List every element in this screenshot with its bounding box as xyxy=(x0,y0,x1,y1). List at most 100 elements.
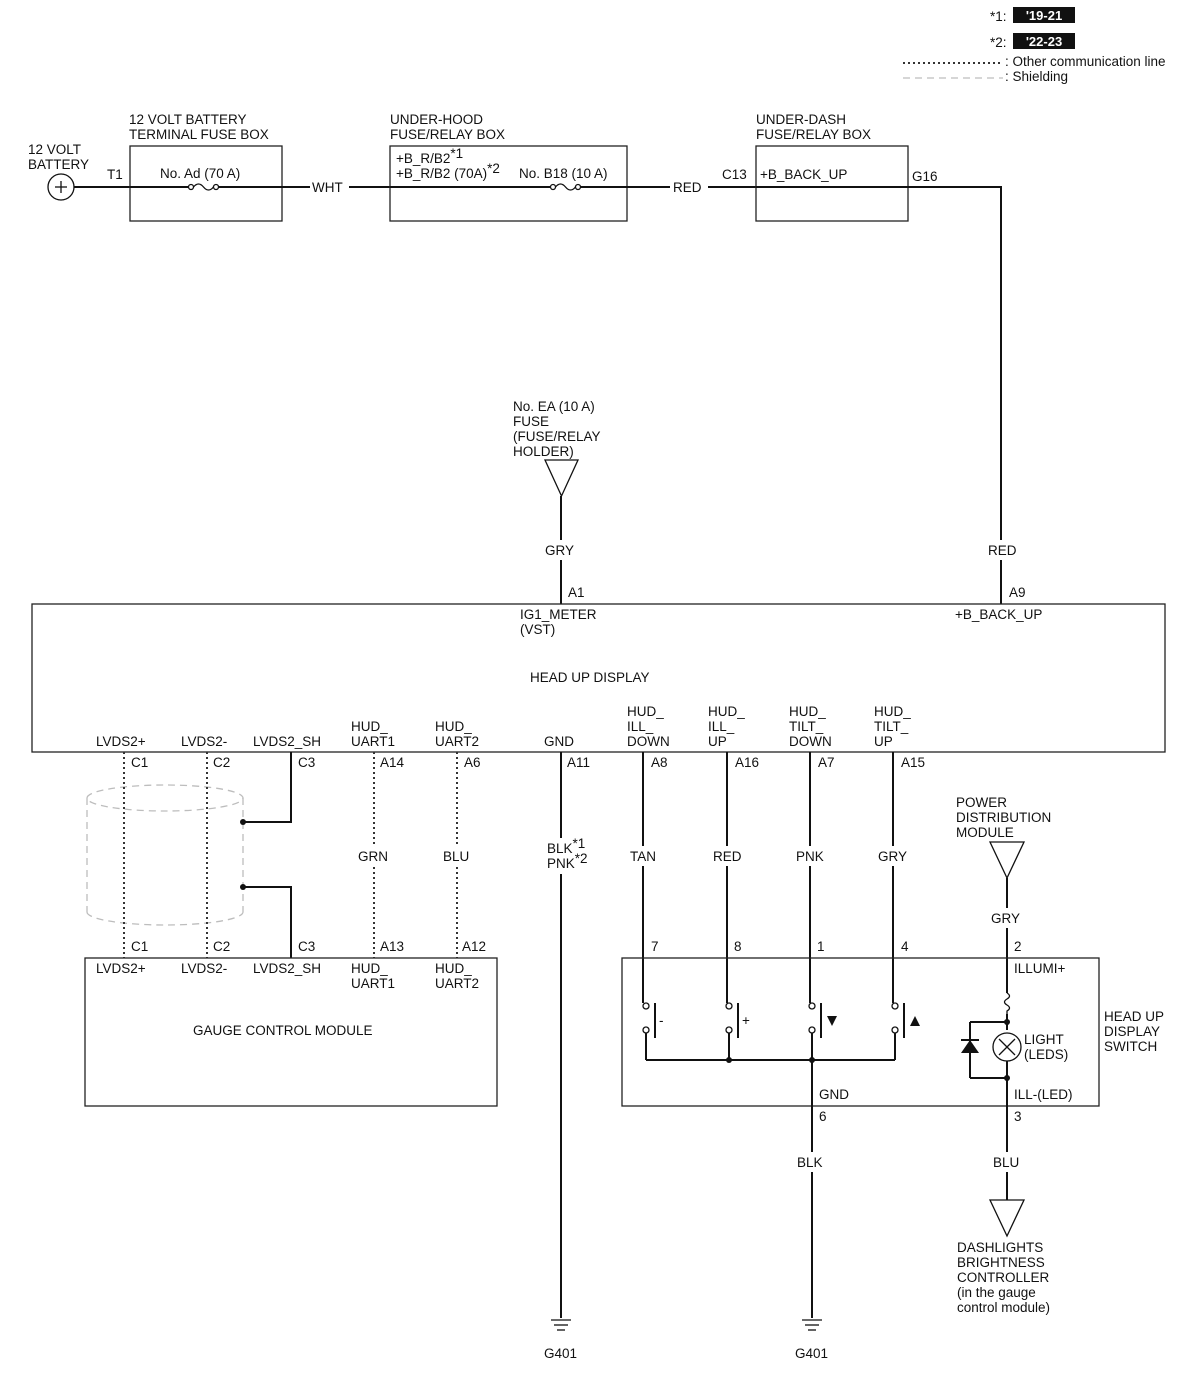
hud-pin-a16: A16 xyxy=(735,755,759,770)
wire-label-blk1: BLK*1 xyxy=(547,836,585,856)
switch-pin-3: 3 xyxy=(1014,1109,1022,1124)
hud-label-tilt-down-a: HUD_ xyxy=(789,704,826,719)
wire-backup-feed xyxy=(908,186,1002,604)
switch-pin-8: 8 xyxy=(734,939,742,954)
terminal-fuse-box-outline xyxy=(129,145,283,222)
switch-outline xyxy=(621,957,1100,1107)
gauge-title: GAUGE CONTROL MODULE xyxy=(193,1023,373,1038)
under-dash-label: +B_BACK_UP xyxy=(760,167,847,182)
ground-label-1: G401 xyxy=(544,1346,577,1361)
under-dash-pin-g16: G16 xyxy=(912,169,938,184)
gauge-pin-a12: A12 xyxy=(462,939,486,954)
hud-pin-a8: A8 xyxy=(651,755,668,770)
legend-note2-badge xyxy=(1013,33,1075,49)
gauge-outline xyxy=(84,957,498,1107)
wire-label-gry-tilt-up: GRY xyxy=(878,849,907,864)
hud-pin-c1: C1 xyxy=(131,755,148,770)
hud-switch: 7 8 1 4 2 ILLUMI+ HEAD UP DISPLAY SWITCH… xyxy=(621,939,1164,1124)
hud-label-tilt-up-b: TILT_ xyxy=(874,719,909,734)
wire-label-wht: WHT xyxy=(312,180,343,195)
under-dash-pin-c13: C13 xyxy=(722,167,747,182)
dashlights-label-3: CONTROLLER xyxy=(957,1270,1050,1285)
legend: *1: '19-21 *2: '22-23 : Other communicat… xyxy=(903,7,1166,84)
legend-note2-years: '22-23 xyxy=(1026,34,1062,49)
switch-illumi-label: ILLUMI+ xyxy=(1014,961,1066,976)
hud-label-tilt-down-b: TILT_ xyxy=(789,719,824,734)
hud-label-ill-down-b: ILL_ xyxy=(627,719,654,734)
shield-cylinder xyxy=(86,784,244,926)
wire-label-blu-switch: BLU xyxy=(993,1155,1019,1170)
switch-light-label-2: (LEDS) xyxy=(1024,1047,1068,1062)
wire-label-pnk2: PNK*2 xyxy=(547,851,588,871)
hud-pin-a15: A15 xyxy=(901,755,925,770)
legend-note2-key: *2: xyxy=(990,35,1007,50)
hud-label-gnd: GND xyxy=(544,734,574,749)
gauge-label-uart2-b: UART2 xyxy=(435,976,479,991)
hud-label-uart2-b: UART2 xyxy=(435,734,479,749)
legend-note1-badge xyxy=(1013,7,1075,23)
dashlights-controller: DASHLIGHTS BRIGHTNESS CONTROLLER (in the… xyxy=(957,1240,1050,1315)
dashlights-label-4: (in the gauge xyxy=(957,1285,1036,1300)
switch-plus-symbol: + xyxy=(742,1013,750,1028)
fuse-ea-label-1: No. EA (10 A) xyxy=(513,399,595,414)
hud-label-ill-up-b: ILL_ xyxy=(708,719,735,734)
hud-pin-a11: A11 xyxy=(567,755,590,770)
hud-vst-label: (VST) xyxy=(520,622,555,637)
wire-shield-gauge xyxy=(243,886,292,958)
hud-backup-label: +B_BACK_UP xyxy=(955,607,1042,622)
battery-label-2: BATTERY xyxy=(28,157,89,172)
battery: 12 VOLT BATTERY T1 xyxy=(28,142,123,201)
wire-label-pnk-tilt-down: PNK xyxy=(796,849,824,864)
dashlights-label-2: BRIGHTNESS xyxy=(957,1255,1045,1270)
ground-icon-2 xyxy=(802,1319,822,1331)
hud-label-ill-down-c: DOWN xyxy=(627,734,670,749)
gauge-label-uart1-a: HUD_ xyxy=(351,961,388,976)
ground-icon-1 xyxy=(551,1319,571,1331)
gauge-label-uart1-b: UART1 xyxy=(351,976,395,991)
pdm-label-2: DISTRIBUTION xyxy=(956,810,1051,825)
fuse-ea-label-3: (FUSE/RELAY xyxy=(513,429,601,444)
wire-label-gry-pdm: GRY xyxy=(991,911,1020,926)
switch-pin-7: 7 xyxy=(651,939,659,954)
switch-title-3: SWITCH xyxy=(1104,1039,1157,1054)
dashlights-label-5: control module) xyxy=(957,1300,1050,1315)
under-dash-title-2: FUSE/RELAY BOX xyxy=(756,127,871,142)
fuse-ad-icon xyxy=(187,183,220,191)
hud-label-tilt-up-a: HUD_ xyxy=(874,704,911,719)
gauge-control-module: C1 C2 C3 A13 A12 LVDS2+ LVDS2- LVDS2_SH … xyxy=(84,939,498,1107)
terminal-fuse-box-title-1: 12 VOLT BATTERY xyxy=(129,112,247,127)
switch-resistor-icon xyxy=(1003,992,1011,1014)
switch-pin-1: 1 xyxy=(817,939,825,954)
hud-pin-c2: C2 xyxy=(213,755,230,770)
wire-label-grn: GRN xyxy=(358,849,388,864)
fuse-b18-icon xyxy=(549,183,582,191)
wire-label-blk-switch: BLK xyxy=(797,1155,823,1170)
switch-tilt-down-button-icon xyxy=(808,1002,837,1060)
under-dash-title-1: UNDER-DASH xyxy=(756,112,846,127)
wire-label-red-right: RED xyxy=(988,543,1017,558)
fuse-ea-source-icon xyxy=(543,459,580,498)
switch-pin-4: 4 xyxy=(901,939,909,954)
tilt-down-arrow-icon xyxy=(827,1016,837,1026)
power-distribution-module: POWER DISTRIBUTION MODULE xyxy=(956,795,1051,880)
switch-gnd-label: GND xyxy=(819,1087,849,1102)
fuse-ea-label-4: HOLDER) xyxy=(513,444,574,459)
gauge-label-uart2-a: HUD_ xyxy=(435,961,472,976)
legend-note1-years: '19-21 xyxy=(1026,8,1062,23)
hud-label-ill-up-c: UP xyxy=(708,734,727,749)
hud-label-uart1-a: HUD_ xyxy=(351,719,388,734)
wire-label-red-ill-up: RED xyxy=(713,849,742,864)
wire-label-blu-uart: BLU xyxy=(443,849,469,864)
gauge-pin-c1: C1 xyxy=(131,939,148,954)
hud-label-lvds2-sh: LVDS2_SH xyxy=(253,734,321,749)
fuse-ea-label-2: FUSE xyxy=(513,414,549,429)
wire-shield-hud xyxy=(243,752,292,823)
switch-ill-led-label: ILL-(LED) xyxy=(1014,1087,1073,1102)
under-hood-fuse-box: UNDER-HOOD FUSE/RELAY BOX +B_R/B2*1 +B_R… xyxy=(389,112,628,222)
legend-comm-line-label: : Other communication line xyxy=(1005,54,1166,69)
fuse-ea: No. EA (10 A) FUSE (FUSE/RELAY HOLDER) xyxy=(513,399,601,498)
switch-title-2: DISPLAY xyxy=(1104,1024,1160,1039)
fuse-ad-label: No. Ad (70 A) xyxy=(160,166,240,181)
hud-pin-a7: A7 xyxy=(818,755,835,770)
